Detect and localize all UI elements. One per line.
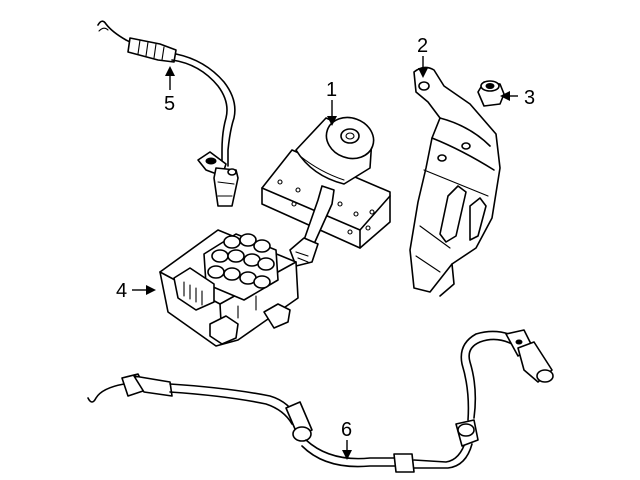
part-6-speed-sensor-cable [87, 329, 554, 473]
callout-label-2: 2 [417, 35, 428, 57]
callout-4: 4 [116, 280, 156, 302]
callout-label-3: 3 [524, 87, 535, 109]
part-5-speed-sensor [97, 20, 239, 207]
callout-3: 3 [500, 87, 535, 109]
part-2-mounting-bracket [409, 66, 501, 297]
callout-1: 1 [326, 79, 337, 126]
part-4-control-module [159, 229, 299, 347]
callout-label-4: 4 [116, 280, 127, 302]
part-1-abs-pump-motor [261, 116, 391, 267]
part-3-grommet [477, 80, 505, 107]
callout-label-6: 6 [341, 419, 352, 441]
callout-5: 5 [164, 66, 175, 115]
callout-2: 2 [417, 35, 428, 78]
callout-label-5: 5 [164, 93, 175, 115]
callout-6: 6 [341, 419, 352, 460]
callout-label-1: 1 [326, 79, 337, 101]
